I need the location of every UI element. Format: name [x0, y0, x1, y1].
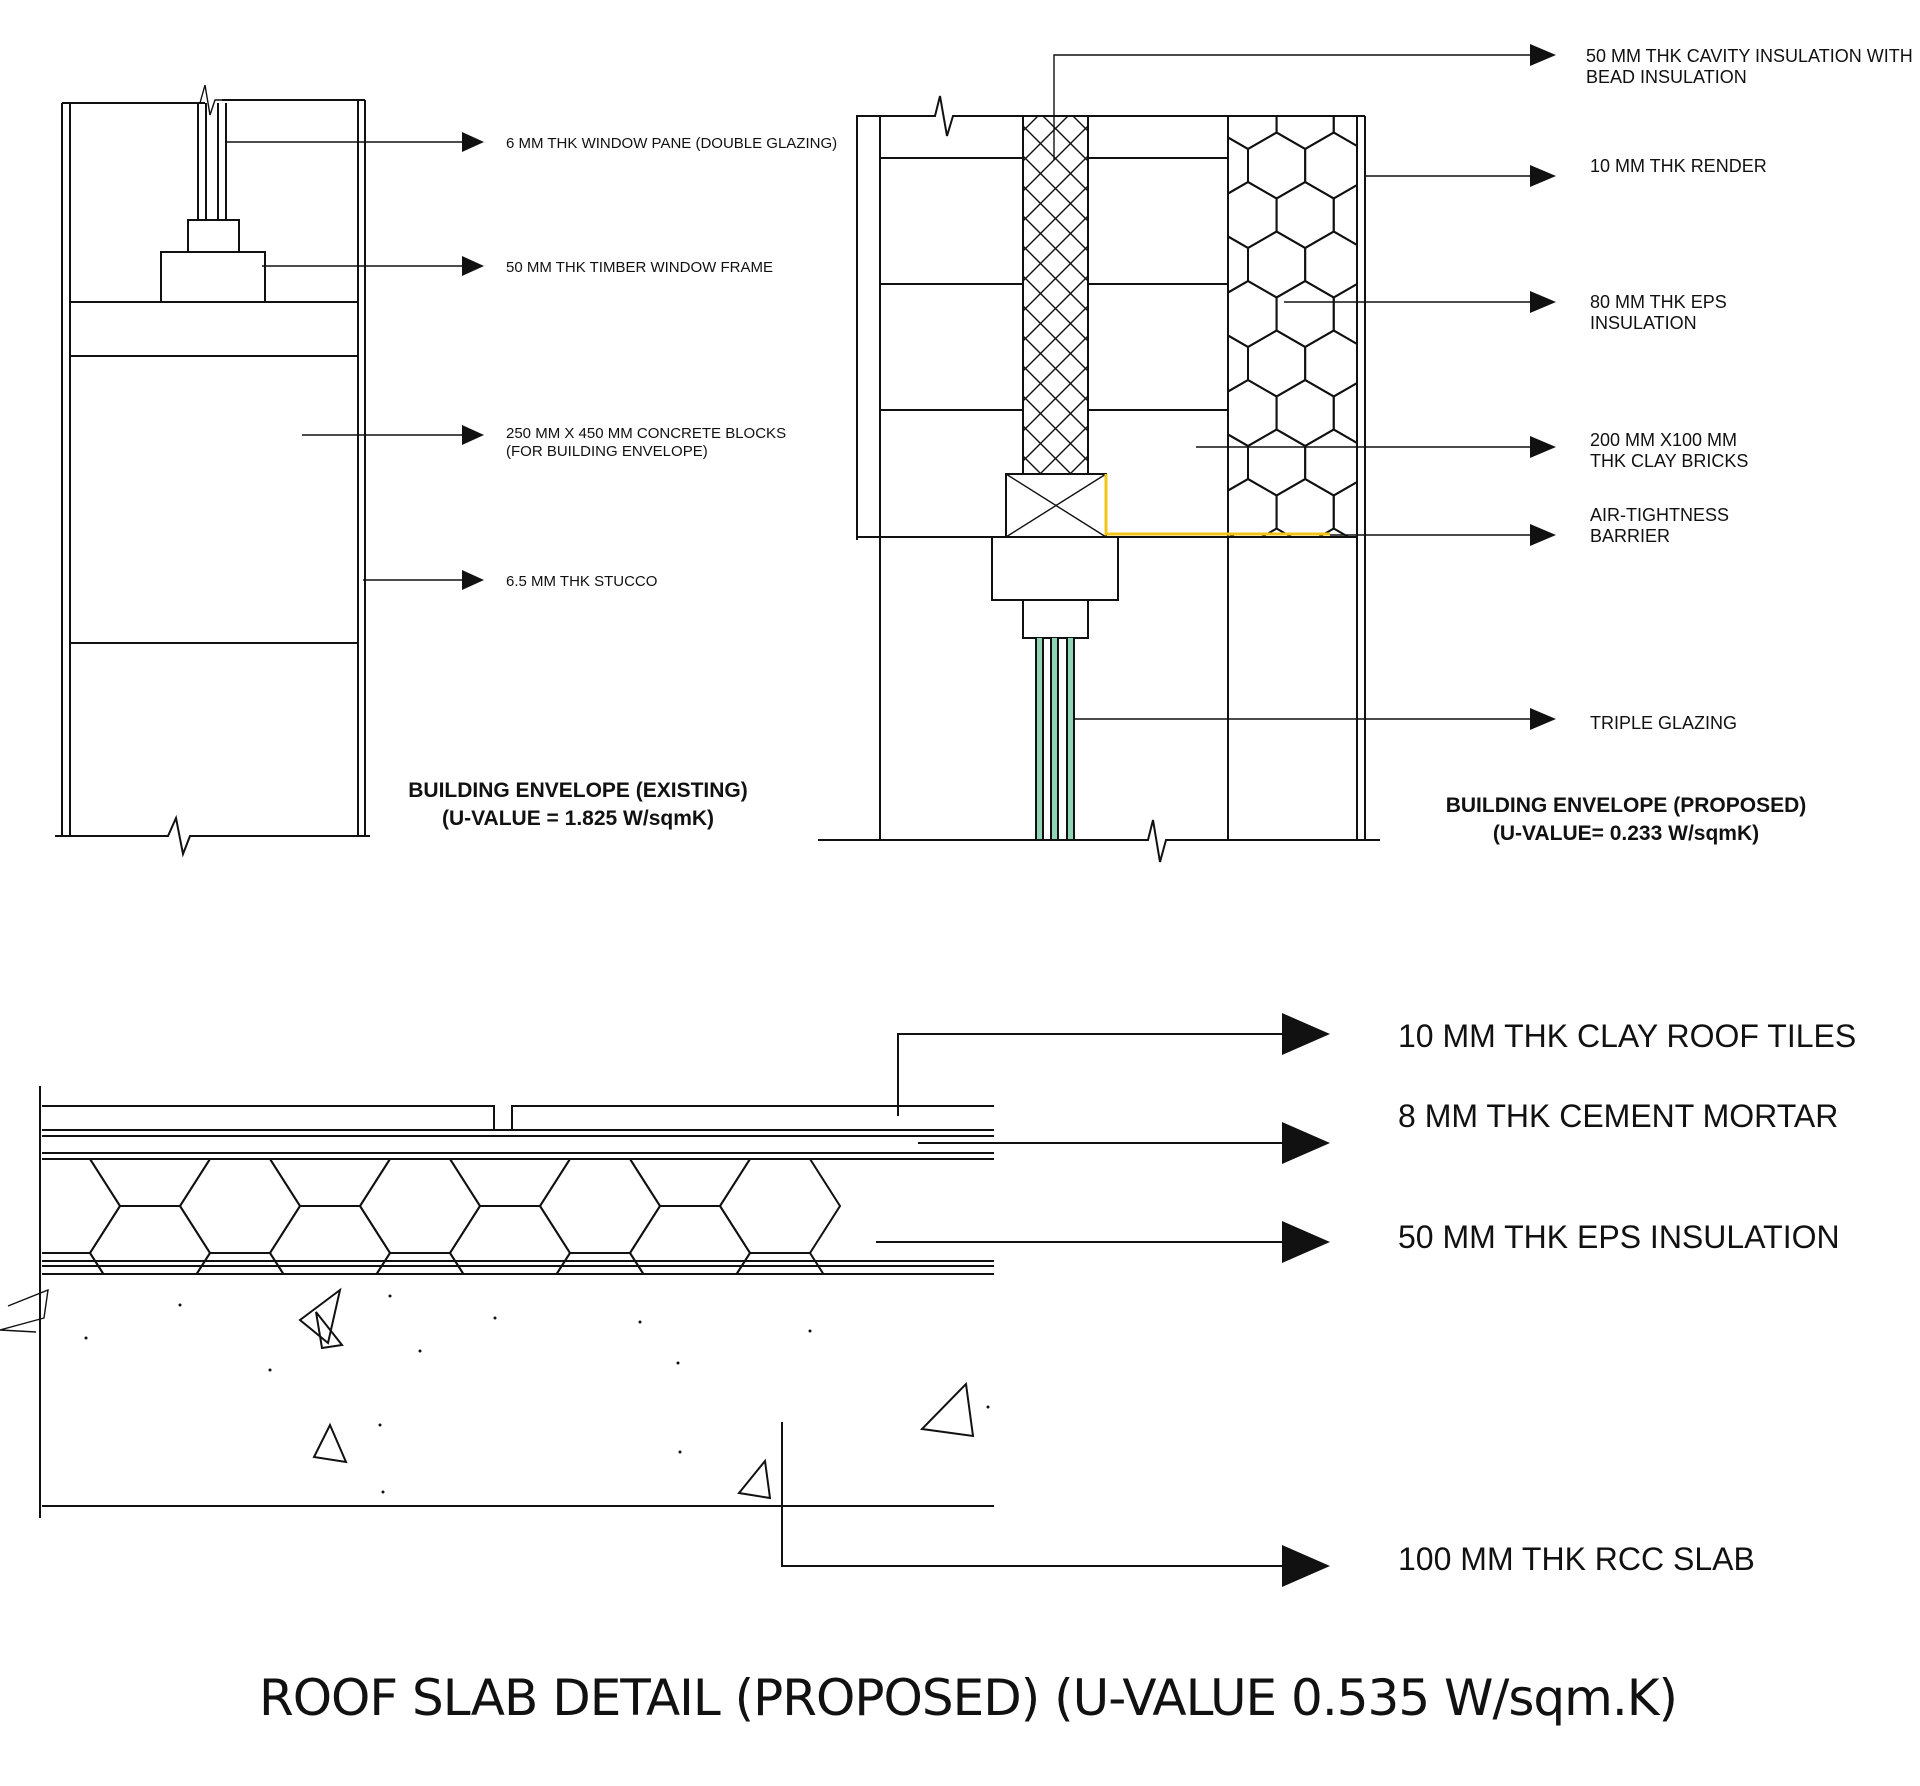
label-window-pane: 6 MM THK WINDOW PANE (DOUBLE GLAZING) — [506, 135, 837, 152]
existing-envelope-section — [55, 84, 370, 858]
existing-title: BUILDING ENVELOPE (EXISTING)(U-VALUE = 1… — [408, 779, 748, 830]
label-render: 10 MM THK RENDER — [1590, 156, 1767, 176]
label-timber-frame: 50 MM THK TIMBER WINDOW FRAME — [506, 259, 773, 276]
roof-eps-insulation — [42, 1158, 994, 1275]
existing-leaders — [227, 132, 484, 590]
label-rcc-slab: 100 MM THK RCC SLAB — [1398, 1541, 1755, 1577]
cement-mortar — [42, 1152, 994, 1160]
roof-leaders — [781, 1013, 1330, 1587]
label-clay-roof-tiles: 10 MM THK CLAY ROOF TILES — [1398, 1018, 1856, 1054]
proposed-title: BUILDING ENVELOPE (PROPOSED)(U-VALUE= 0.… — [1446, 794, 1807, 845]
window-frame-proposed — [991, 473, 1119, 639]
rcc-slab — [0, 1287, 994, 1510]
label-concrete-blocks: 250 MM X 450 MM CONCRETE BLOCKS(FOR BUIL… — [506, 425, 786, 460]
triple-glazing — [1035, 638, 1075, 840]
concrete-blocks — [70, 301, 358, 644]
proposed-leaders — [1053, 44, 1556, 730]
clay-roof-tiles — [42, 1105, 994, 1137]
label-cement-mortar: 8 MM THK CEMENT MORTAR — [1398, 1098, 1838, 1134]
cavity-insulation — [1022, 116, 1089, 474]
eps-insulation — [1227, 116, 1356, 840]
roof-slab-section — [0, 1086, 994, 1518]
existing-labels: 6 MM THK WINDOW PANE (DOUBLE GLAZING) 50… — [408, 135, 837, 830]
label-stucco: 6.5 MM THK STUCCO — [506, 573, 657, 590]
proposed-envelope-section — [818, 95, 1380, 863]
timber-window-frame — [160, 219, 266, 303]
label-triple-glazing: TRIPLE GLAZING — [1590, 713, 1737, 733]
label-roof-eps: 50 MM THK EPS INSULATION — [1398, 1219, 1840, 1255]
air-tightness-barrier — [1104, 474, 1330, 536]
window-pane-glazing — [197, 103, 227, 220]
clay-bricks-inner — [1088, 157, 1228, 411]
roof-title: ROOF SLAB DETAIL (PROPOSED) (U-VALUE 0.5… — [259, 1669, 1677, 1727]
roof-labels: 10 MM THK CLAY ROOF TILES 8 MM THK CEMEN… — [259, 1018, 1856, 1727]
